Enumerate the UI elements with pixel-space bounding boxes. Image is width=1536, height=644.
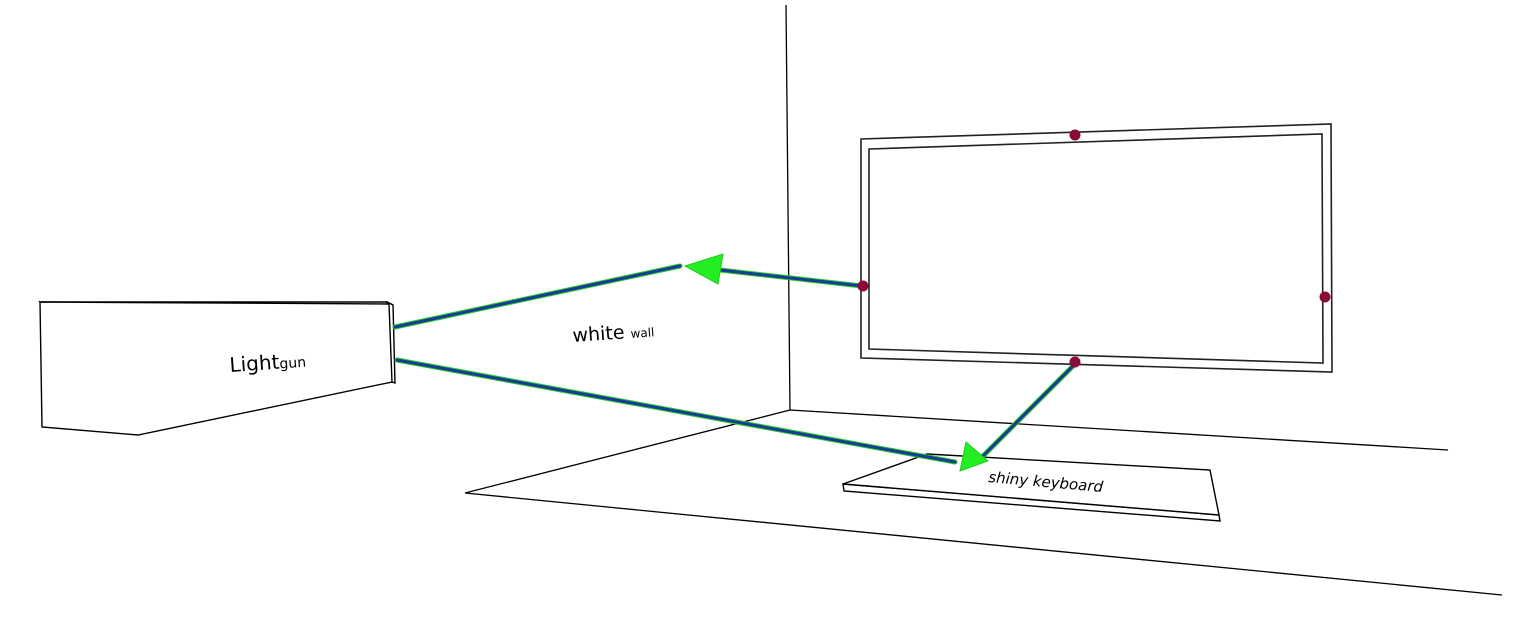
back-floor-edge [789,409,1449,451]
screen-frame [860,123,1333,373]
screen-inner-border [868,133,1324,364]
beam-screen-to-wall [717,267,865,289]
lightgun-label-small: gun [279,355,307,373]
wall-label: white wall [572,319,655,347]
marker-bottom-icon [1069,356,1081,368]
marker-left-icon [857,280,869,292]
lightgun-front-face [39,301,393,436]
beam-screen-to-keyboard [979,361,1078,460]
wall-corner-vertical-edge [785,4,791,411]
room-edges [464,4,1503,596]
floor-front-edge [464,492,1503,596]
beam-lightgun-to-wall [392,263,683,330]
shiny-keyboard [842,453,1221,522]
lightgun-label: Lightgun [229,348,307,377]
beam-screen-to-wall-core [718,268,864,288]
lightgun-label-main: Light [229,350,281,377]
beam-lightgun-to-keyboard [394,357,958,465]
wall-label-main: white [572,321,625,347]
frame-markers [857,129,1331,368]
lightgun-box [38,300,396,436]
marker-right-icon [1319,291,1331,303]
wall-label-small: wall [630,325,655,341]
light-beams [392,253,1078,472]
arrowhead-wall [683,253,724,285]
beam-lightgun-to-wall-core [393,264,682,329]
beam-screen-to-keyboard-core [980,362,1077,459]
marker-top-icon [1069,129,1081,141]
keyboard-top-face [842,453,1220,516]
beam-lightgun-to-keyboard-core [395,358,957,464]
screen-outer-border [860,123,1333,373]
arrowhead-keyboard [959,441,989,472]
